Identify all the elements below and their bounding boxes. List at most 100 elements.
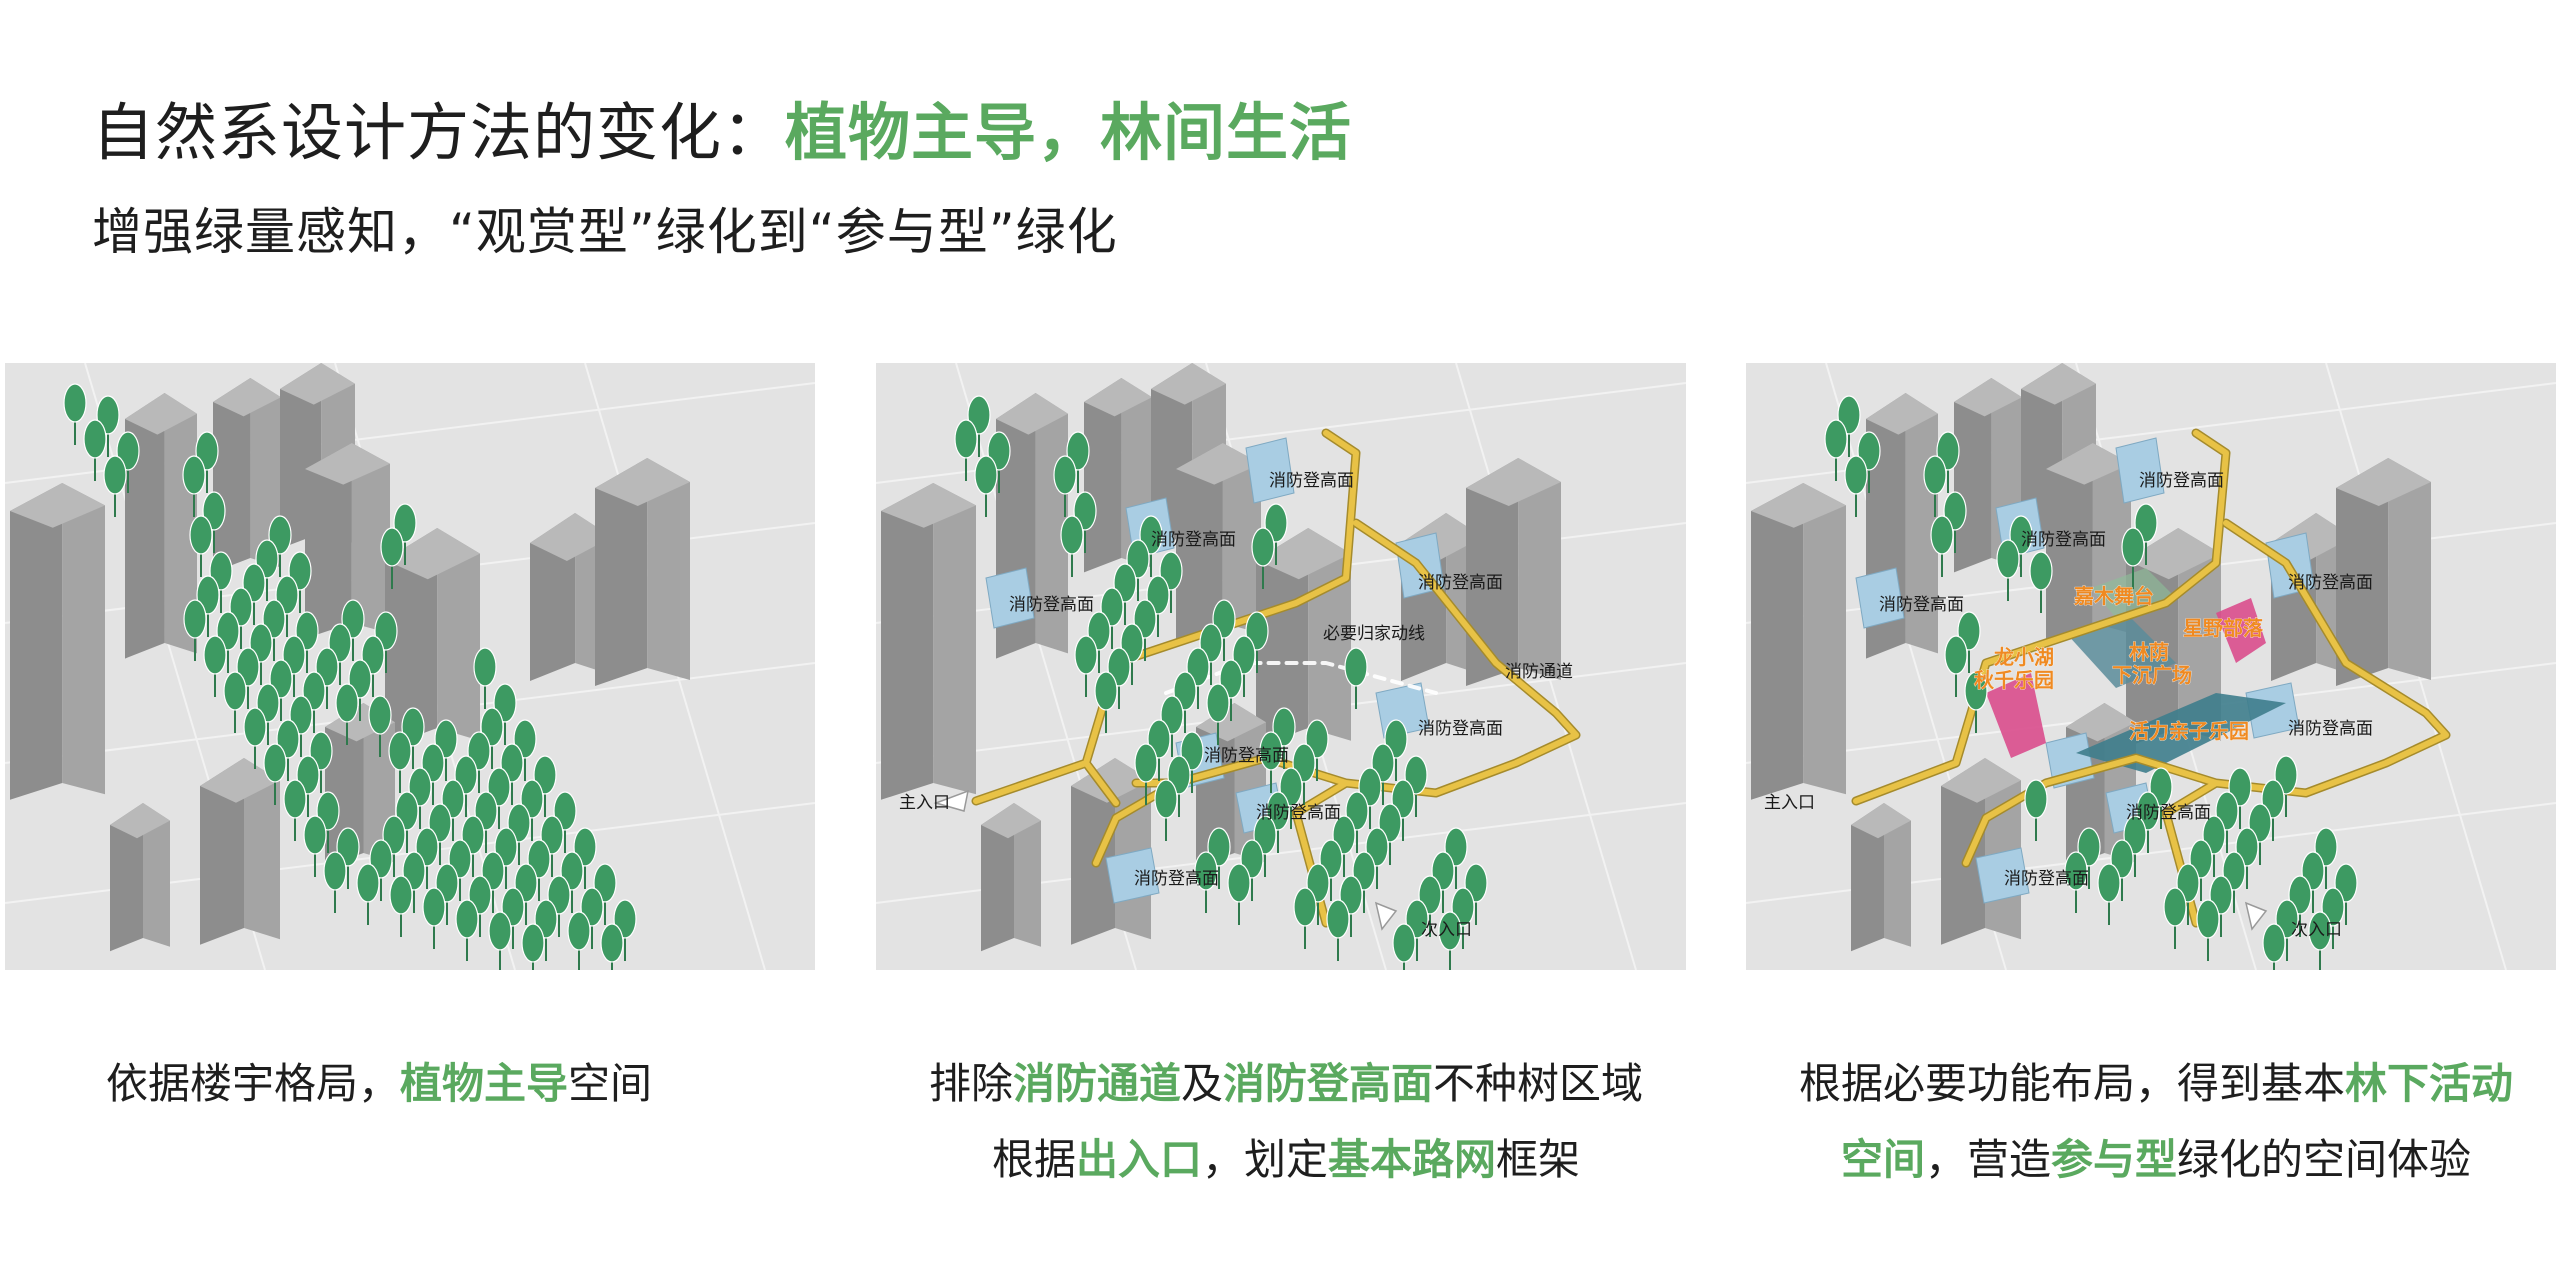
caption-text: 及 — [1180, 1059, 1223, 1108]
trees-layer — [63, 383, 637, 970]
caption-text: ，营造 — [1924, 1135, 2051, 1184]
tree — [2308, 911, 2332, 970]
tree — [1194, 851, 1218, 913]
fire-pad-label: 消防登高面 — [1204, 746, 1289, 766]
tree — [1923, 455, 1947, 517]
tree — [2097, 863, 2121, 925]
fire-lane-label: 消防通道 — [1505, 662, 1573, 682]
tree — [1053, 455, 1077, 517]
caption-text: ，划定 — [1201, 1135, 1328, 1184]
zone-star-tribe — [2216, 598, 2266, 663]
tree — [1930, 515, 1954, 577]
fire-pad-label: 消防登高面 — [1151, 530, 1236, 550]
tree — [83, 419, 107, 481]
caption-text: 根据 — [991, 1135, 1076, 1184]
tree — [368, 695, 392, 757]
fire-pad-label: 消防登高面 — [1269, 471, 1354, 491]
building — [981, 803, 1041, 952]
tree — [182, 455, 206, 517]
tree — [335, 683, 359, 745]
fire-pad-label: 消防登高面 — [2021, 530, 2106, 550]
fire-pad-label: 消防登高面 — [1879, 595, 1964, 615]
building — [881, 483, 976, 800]
tree — [388, 731, 412, 793]
tree — [1438, 911, 1462, 970]
zone-swing-label: 秋千乐园 — [1974, 668, 2054, 692]
zone-lake-label: 龙小湖 — [1994, 645, 2054, 669]
tree — [2262, 923, 2286, 970]
caption-text: 空间 — [568, 1059, 653, 1108]
caption-text: 根据必要功能布局，得到基本 — [1798, 1059, 2345, 1108]
caption-highlight: 空间 — [1840, 1135, 1925, 1184]
trees-layer — [1824, 395, 2358, 970]
tree — [263, 743, 287, 805]
fire-pad — [1105, 847, 1160, 904]
tree — [1074, 635, 1098, 697]
fire-pad-label: 消防登高面 — [1256, 803, 1341, 823]
panel-1-drawing — [5, 363, 815, 970]
tree — [1154, 779, 1178, 841]
tree — [1996, 539, 2020, 601]
tree — [455, 899, 479, 961]
main-entrance-label: 主入口 — [1764, 793, 1815, 813]
tree — [1326, 899, 1350, 961]
zone-sunken-label: 林荫 — [2129, 640, 2169, 664]
caption-panel-1: 依据楼宇格局，植物主导空间 — [106, 1050, 652, 1111]
tree — [2024, 779, 2048, 841]
caption-highlight: 出入口 — [1075, 1135, 1202, 1184]
tree — [974, 455, 998, 517]
diagram-panel-plant-dominant — [5, 363, 815, 970]
fire-pad-label: 消防登高面 — [1134, 869, 1219, 889]
caption-panel-3-line-1: 根据必要功能布局，得到基本林下活动 — [1746, 1050, 2560, 1111]
tree — [2163, 887, 2187, 949]
building — [1176, 443, 1261, 639]
tree — [1259, 731, 1283, 793]
page-subtitle: 增强绿量感知，“观赏型”绿化到“参与型”绿化 — [92, 203, 1118, 261]
tree — [189, 515, 213, 577]
building — [1851, 803, 1911, 952]
zone-kids-label: 活力亲子乐园 — [2129, 719, 2249, 743]
tree — [389, 875, 413, 937]
fire-pad-label: 消防登高面 — [2288, 573, 2373, 593]
caption-panel-2-line-1: 排除消防通道及消防登高面不种树区域 — [876, 1050, 1696, 1111]
panel-2-labels: 消防登高面 消防登高面 消防登高面 消防登高面 必要归家动线 消防通道 消防登高… — [899, 471, 1573, 940]
fire-pad — [1975, 847, 2030, 904]
caption-highlight: 消防登高面 — [1223, 1059, 1434, 1108]
building — [1466, 458, 1561, 686]
panel-2-drawing: 消防登高面 消防登高面 消防登高面 消防登高面 必要归家动线 消防通道 消防登高… — [876, 363, 1686, 970]
building — [200, 758, 280, 945]
caption-text: 排除 — [928, 1059, 1013, 1108]
fire-pad-label: 消防登高面 — [2288, 719, 2373, 739]
panel-3-labels: 消防登高面 消防登高面 消防登高面 消防登高面 消防登高面 消防登高面 消防登高… — [1764, 471, 2373, 940]
buildings-layer — [10, 363, 690, 952]
route-home-label: 必要归家动线 — [1323, 624, 1425, 644]
tree — [567, 911, 591, 970]
tree — [2196, 899, 2220, 961]
building — [595, 458, 690, 686]
panel-3-drawing: 消防登高面 消防登高面 消防登高面 消防登高面 消防登高面 消防登高面 消防登高… — [1746, 363, 2556, 970]
main-entrance-arrow — [933, 789, 970, 812]
building — [10, 483, 105, 800]
diagram-panel-activity-spaces: 消防登高面 消防登高面 消防登高面 消防登高面 消防登高面 消防登高面 消防登高… — [1746, 363, 2556, 970]
tree — [1251, 527, 1275, 589]
tree — [323, 851, 347, 913]
caption-panel-2-line-2: 根据出入口，划定基本路网框架 — [876, 1126, 1696, 1187]
fire-pad-label: 消防登高面 — [1009, 595, 1094, 615]
page-title: 自然系设计方法的变化：植物主导，林间生活 — [92, 82, 1352, 172]
tree — [1964, 671, 1988, 733]
tree — [283, 779, 307, 841]
tree — [223, 671, 247, 733]
fire-pad-label: 消防登高面 — [2139, 471, 2224, 491]
tree — [1094, 671, 1118, 733]
tree — [356, 863, 380, 925]
caption-highlight: 参与型 — [2051, 1135, 2178, 1184]
fire-pad-label: 消防登高面 — [2126, 803, 2211, 823]
zone-swing-park — [1986, 673, 2046, 758]
zone-stage — [2091, 568, 2176, 618]
secondary-entrance-arrow — [2244, 901, 2268, 931]
tree — [303, 815, 327, 877]
caption-highlight: 基本路网 — [1328, 1135, 1497, 1184]
tree — [521, 923, 545, 970]
tree — [63, 383, 87, 445]
tree — [243, 707, 267, 769]
